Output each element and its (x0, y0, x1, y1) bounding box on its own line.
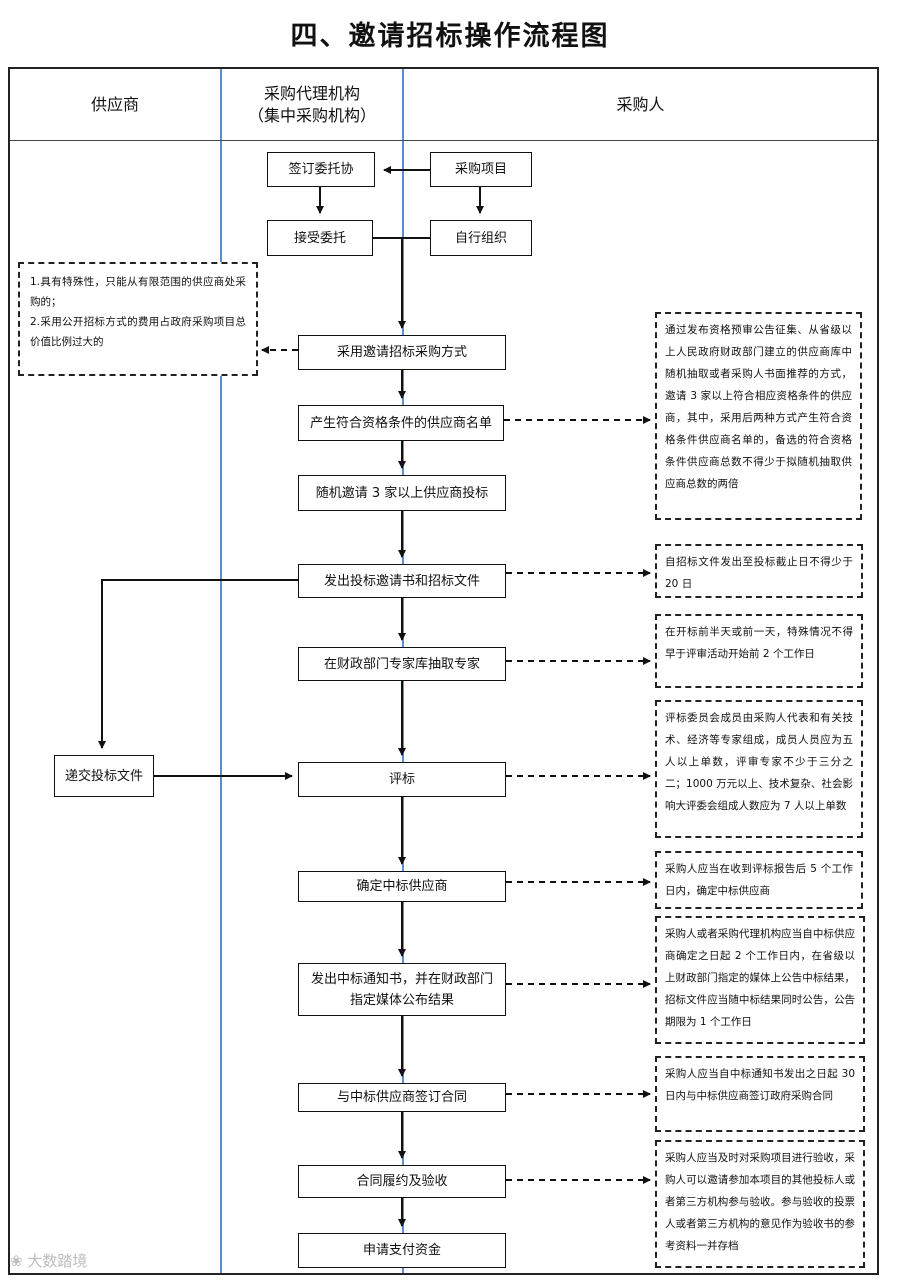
note-bid-period: 自招标文件发出至投标截止日不得少于 20 日 (655, 544, 863, 598)
step-project-label: 采购项目 (454, 162, 507, 177)
step-notice-label-1: 发出中标通知书，并在财政部门 (310, 971, 493, 987)
step-self-organize-label: 自行组织 (454, 230, 507, 246)
page-title: 四、邀请招标操作流程图 (290, 21, 610, 52)
note-winner-deadline: 采购人应当在收到评标报告后 5 个工作日内，确定中标供应商 (655, 851, 863, 909)
step-submit-bid-label: 递交投标文件 (64, 768, 143, 784)
watermark: ❀ 大数踏境 (10, 1250, 87, 1271)
lane-header-agency-label: 采购代理机构 (263, 83, 360, 103)
note-invitation-conditions: 1.具有特殊性，只能从有限范围的供应商处采购的； 2.采用公开招标方式的费用占政… (18, 262, 258, 376)
note-contract-deadline: 采购人应当自中标通知书发出之日起 30 日内与中标供应商签订政府采购合同 (655, 1056, 865, 1132)
note-bid-period-text: 自招标文件发出至投标截止日不得少于 20 日 (665, 556, 853, 590)
step-acceptance-label: 合同履约及验收 (356, 1174, 448, 1189)
diagram-frame (8, 67, 879, 1275)
lane-divider-left (220, 69, 222, 1273)
step-acceptance: 合同履约及验收 (298, 1165, 506, 1198)
note-condition-2: 2.采用公开招标方式的费用占政府采购项目总价值比例过大的 (30, 316, 246, 348)
step-sign-contract: 签订委托协 (267, 152, 375, 187)
step-supplier-list-label: 产生符合资格条件的供应商名单 (309, 415, 492, 431)
step-method-label: 采用邀请招标采购方式 (336, 345, 467, 360)
watermark-text: 大数踏境 (27, 1252, 88, 1270)
lane-header-agency-sublabel: （集中采购机构） (247, 105, 376, 125)
step-draw-experts: 在财政部门专家库抽取专家 (298, 647, 506, 681)
step-notice-label-2: 指定媒体公布结果 (349, 992, 454, 1008)
step-supplier-list: 产生符合资格条件的供应商名单 (298, 405, 504, 441)
note-acceptance: 采购人应当及时对采购项目进行验收，采购人可以邀请参加本项目的其他投标人或者第三方… (655, 1140, 865, 1268)
note-expert-timing-text: 在开标前半天或前一天，特殊情况不得早于评审活动开始前 2 个工作日 (665, 626, 853, 660)
note-announcement-text: 采购人或者采购代理机构应当自中标供应商确定之日起 2 个工作日内，在省级以上财政… (665, 928, 855, 1028)
lane-header-purchaser-label: 采购人 (616, 94, 665, 114)
note-expert-timing: 在开标前半天或前一天，特殊情况不得早于评审活动开始前 2 个工作日 (655, 614, 863, 688)
step-issue-documents-label: 发出投标邀请书和招标文件 (323, 573, 480, 589)
lane-header-supplier: 供应商 (10, 69, 220, 140)
lane-header-agency: 采购代理机构 （集中采购机构） (222, 69, 402, 140)
lane-header-supplier-label: 供应商 (90, 94, 139, 114)
note-acceptance-text: 采购人应当及时对采购项目进行验收，采购人可以邀请参加本项目的其他投标人或者第三方… (665, 1152, 855, 1252)
step-issue-documents: 发出投标邀请书和招标文件 (298, 564, 506, 598)
step-winner-label: 确定中标供应商 (356, 879, 448, 894)
step-sign-contract-label: 签订委托协 (288, 162, 354, 177)
lane-header-purchaser: 采购人 (404, 69, 877, 140)
step-invite-label: 随机邀请 3 家以上供应商投标 (315, 485, 489, 501)
note-condition-1: 1.具有特殊性，只能从有限范围的供应商处采购的； (30, 276, 246, 308)
header-divider (10, 140, 877, 141)
step-contract: 与中标供应商签订合同 (298, 1083, 506, 1112)
step-accept-label: 接受委托 (293, 230, 346, 246)
arrow-issue-to-submit (98, 579, 298, 749)
step-evaluate: 评标 (298, 762, 506, 797)
step-notice: 发出中标通知书，并在财政部门 指定媒体公布结果 (298, 963, 506, 1016)
step-project: 采购项目 (430, 152, 532, 187)
step-accept: 接受委托 (267, 220, 373, 256)
note-contract-deadline-text: 采购人应当自中标通知书发出之日起 30 日内与中标供应商签订政府采购合同 (665, 1068, 855, 1102)
step-winner: 确定中标供应商 (298, 871, 506, 902)
step-evaluate-label: 评标 (388, 772, 415, 787)
step-contract-label: 与中标供应商签订合同 (336, 1090, 467, 1105)
note-supplier-list-text: 通过发布资格预审公告征集、从省级以上人民政府财政部门建立的供应商库中随机抽取或者… (665, 324, 852, 490)
note-committee: 评标委员会成员由采购人代表和有关技术、经济等专家组成，成员人员应为五人以上单数，… (655, 700, 863, 838)
step-method: 采用邀请招标采购方式 (298, 335, 506, 370)
step-payment-label: 申请支付资金 (362, 1243, 441, 1258)
note-announcement: 采购人或者采购代理机构应当自中标供应商确定之日起 2 个工作日内，在省级以上财政… (655, 916, 865, 1044)
watermark-icon: ❀ (10, 1252, 23, 1270)
step-draw-experts-label: 在财政部门专家库抽取专家 (323, 656, 480, 672)
note-committee-text: 评标委员会成员由采购人代表和有关技术、经济等专家组成，成员人员应为五人以上单数，… (665, 712, 853, 812)
note-supplier-list: 通过发布资格预审公告征集、从省级以上人民政府财政部门建立的供应商库中随机抽取或者… (655, 312, 862, 520)
step-invite: 随机邀请 3 家以上供应商投标 (298, 475, 506, 511)
step-submit-bid: 递交投标文件 (54, 755, 154, 797)
step-self-organize: 自行组织 (430, 220, 532, 256)
step-payment: 申请支付资金 (298, 1233, 506, 1268)
note-winner-deadline-text: 采购人应当在收到评标报告后 5 个工作日内，确定中标供应商 (665, 863, 853, 897)
